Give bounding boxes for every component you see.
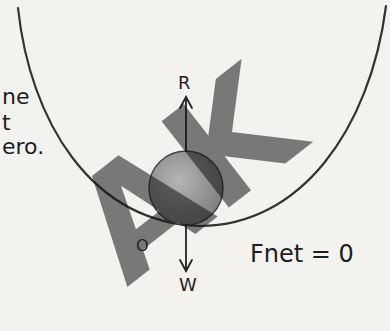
- force-label: R: [178, 74, 191, 92]
- partial-note: t: [2, 112, 11, 134]
- partial-note: ero.: [2, 136, 44, 158]
- equation-label: Fnet = 0: [250, 242, 354, 266]
- force-label: W: [179, 276, 197, 294]
- partial-note: ne: [2, 86, 29, 108]
- point-label: O: [136, 238, 149, 254]
